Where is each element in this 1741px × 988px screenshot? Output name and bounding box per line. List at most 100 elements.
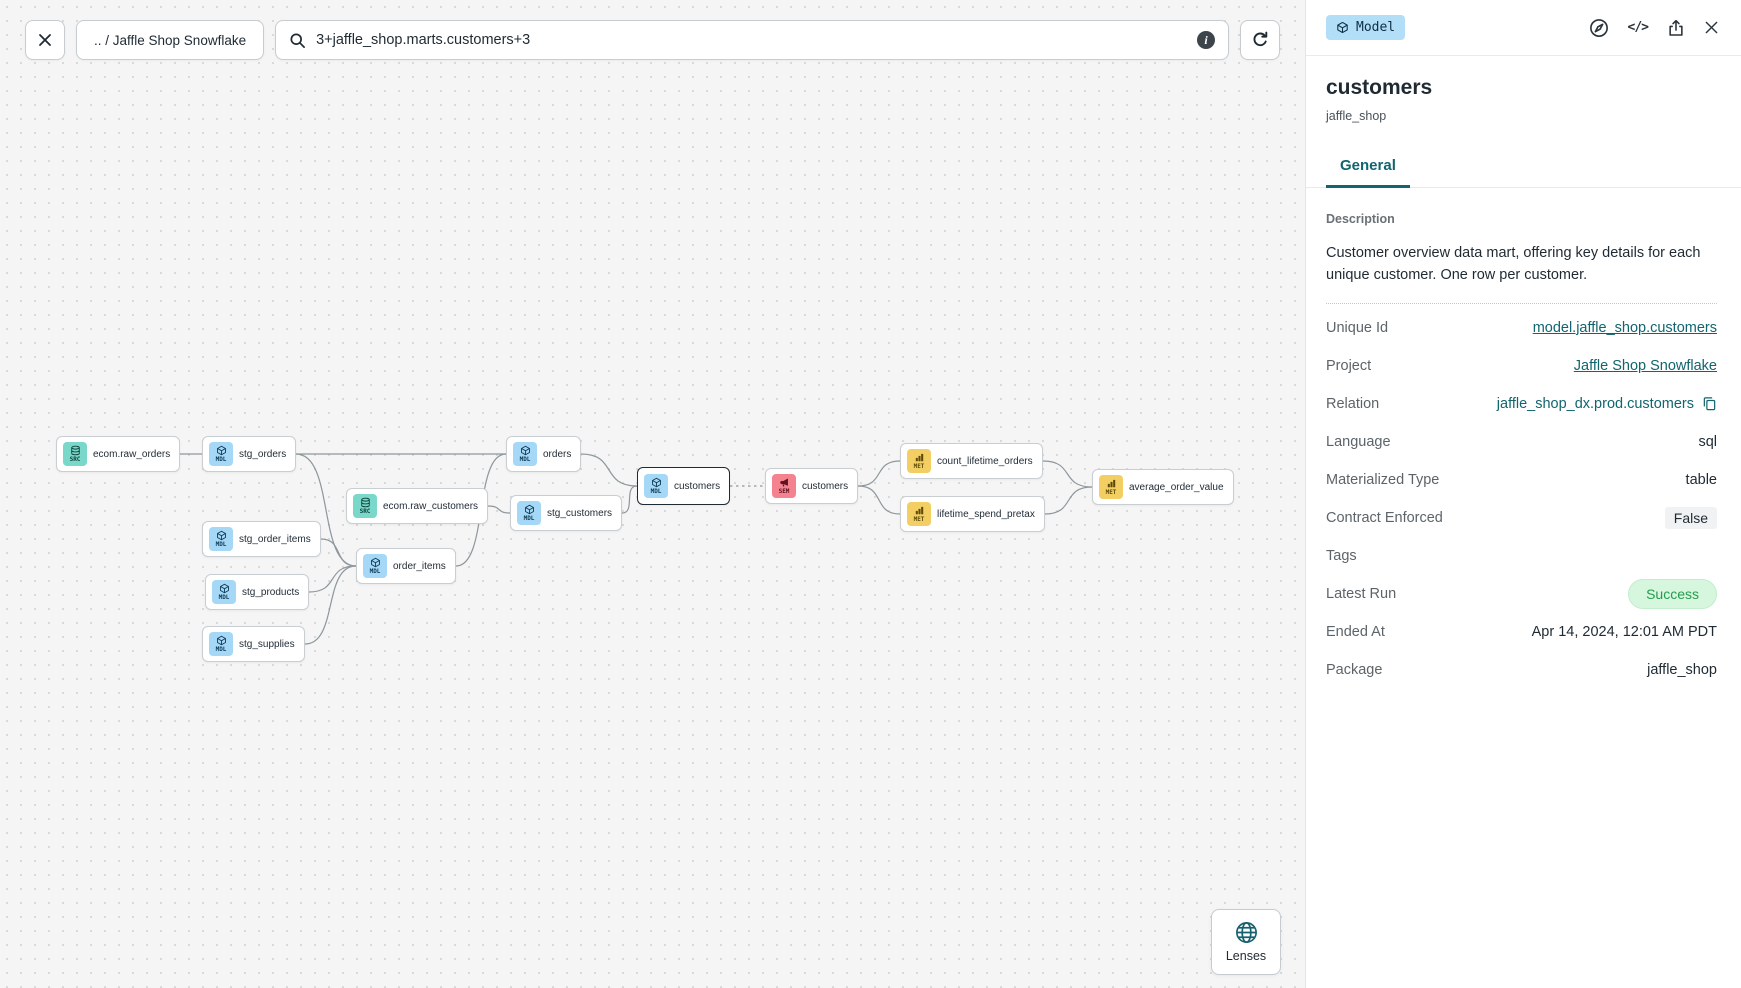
info-icon[interactable]: i: [1197, 31, 1215, 49]
lenses-button[interactable]: Lenses: [1211, 909, 1281, 975]
close-lineage-button[interactable]: [25, 20, 65, 60]
detail-label-materialized-type: Materialized Type: [1326, 471, 1440, 488]
tab-general[interactable]: General: [1326, 147, 1410, 188]
cube-icon: [216, 635, 226, 646]
detail-link-unique-id[interactable]: model.jaffle_shop.customers: [1532, 319, 1717, 336]
panel-content: Description Customer overview data mart,…: [1306, 188, 1741, 689]
lenses-label: Lenses: [1225, 949, 1267, 963]
title-block: customers jaffle_shop: [1306, 56, 1741, 123]
edge-stg-customers-to-customers: [621, 485, 638, 514]
description-text: Customer overview data mart, offering ke…: [1326, 245, 1701, 284]
node-label: stg_order_items: [239, 533, 311, 545]
detail-label-latest-run: Latest Run: [1326, 585, 1397, 602]
node-label: customers: [802, 480, 849, 492]
mdl-type-badge: MDL: [209, 527, 233, 551]
close-panel-button[interactable]: [1704, 20, 1719, 35]
node-type-label: MET: [1105, 489, 1117, 496]
share-button[interactable]: [1667, 19, 1685, 37]
cube-icon: [520, 445, 530, 456]
edge-count-lifetime-orders-to-average-order-value: [1042, 460, 1093, 488]
mdl-type-badge: MDL: [209, 632, 233, 656]
refresh-button[interactable]: [1240, 20, 1280, 60]
detail-row-latest-run: Latest Run Success: [1326, 575, 1717, 613]
breadcrumb[interactable]: .. / Jaffle Shop Snowflake: [76, 20, 265, 60]
graph-node-lifetime-spend-pretax[interactable]: MET lifetime_spend_pretax: [900, 496, 1045, 532]
graph-node-stg-products[interactable]: MDL stg_products: [205, 574, 310, 610]
copy-button[interactable]: [1702, 396, 1717, 411]
detail-label-tags: Tags: [1326, 547, 1357, 564]
page-title: customers: [1326, 76, 1433, 99]
detail-value-ended-at: Apr 14, 2024, 12:01 AM PDT: [1531, 623, 1717, 640]
detail-value-package: jaffle_shop: [1647, 661, 1717, 678]
detail-row-package: Package jaffle_shop: [1326, 651, 1717, 689]
node-type-label: SEM: [778, 488, 790, 495]
cube-icon: [219, 583, 229, 594]
node-label: order_items: [393, 560, 446, 572]
edge-stg-supplies-to-order-items: [304, 565, 357, 645]
graph-node-order-items[interactable]: MDL order_items: [356, 548, 456, 584]
node-type-label: SRC: [69, 456, 81, 463]
met-type-badge: MET: [907, 502, 931, 526]
edge-stg-products-to-order-items: [308, 565, 357, 593]
node-label: ecom.raw_customers: [383, 500, 479, 512]
mdl-type-badge: MDL: [644, 474, 668, 498]
graph-node-customers-sem[interactable]: SEM customers: [765, 468, 859, 504]
node-label: orders: [543, 448, 572, 460]
graph-node-stg-order-items[interactable]: MDL stg_order_items: [202, 521, 321, 557]
package-subtitle: jaffle_shop: [1326, 109, 1387, 123]
resource-type-label: Model: [1356, 20, 1396, 35]
src-type-badge: SRC: [63, 442, 87, 466]
mdl-type-badge: MDL: [212, 580, 236, 604]
detail-row-language: Language sql: [1326, 423, 1717, 461]
close-icon: [39, 34, 51, 46]
bar-chart-icon: [915, 453, 923, 462]
mdl-type-badge: MDL: [363, 554, 387, 578]
graph-node-stg-supplies[interactable]: MDL stg_supplies: [202, 626, 305, 662]
relation-text: jaffle_shop_dx.prod.customers: [1496, 395, 1694, 412]
node-type-label: MET: [913, 516, 925, 523]
detail-label-contract-enforced: Contract Enforced: [1326, 509, 1443, 526]
panel-actions: </>: [1589, 18, 1719, 38]
detail-label-package: Package: [1326, 661, 1383, 678]
node-label: stg_supplies: [239, 638, 295, 650]
globe-icon: [1235, 922, 1257, 943]
description-label: Description: [1326, 212, 1395, 226]
search-input[interactable]: [316, 32, 1187, 48]
graph-node-ecom-raw-customers[interactable]: SRC ecom.raw_customers: [346, 488, 489, 524]
share-icon: [1669, 19, 1683, 36]
node-type-label: MDL: [215, 646, 227, 653]
met-type-badge: MET: [907, 449, 931, 473]
panel-tabs: General: [1306, 147, 1741, 188]
status-badge: Success: [1628, 578, 1717, 609]
node-label: lifetime_spend_pretax: [937, 508, 1035, 520]
node-type-label: MDL: [650, 488, 662, 495]
node-label: stg_products: [242, 586, 300, 598]
detail-link-project[interactable]: Jaffle Shop Snowflake: [1573, 357, 1717, 374]
contract-badge: False: [1664, 506, 1717, 529]
node-label: stg_orders: [239, 448, 287, 460]
edge-orders-to-customers: [580, 453, 638, 487]
resource-type-badge: Model: [1326, 15, 1406, 40]
met-type-badge: MET: [1099, 475, 1123, 499]
src-type-badge: SRC: [353, 494, 377, 518]
cube-icon: [651, 477, 661, 488]
edge-ecom-raw-customers-to-stg-customers: [487, 505, 511, 514]
refresh-icon: [1253, 31, 1268, 47]
explore-button[interactable]: [1589, 18, 1609, 38]
view-code-button[interactable]: </>: [1628, 20, 1650, 35]
detail-value-language: sql: [1698, 433, 1717, 450]
detail-label-language: Language: [1326, 433, 1391, 450]
detail-value-relation: jaffle_shop_dx.prod.customers: [1497, 396, 1717, 412]
node-type-label: MDL: [523, 515, 535, 522]
